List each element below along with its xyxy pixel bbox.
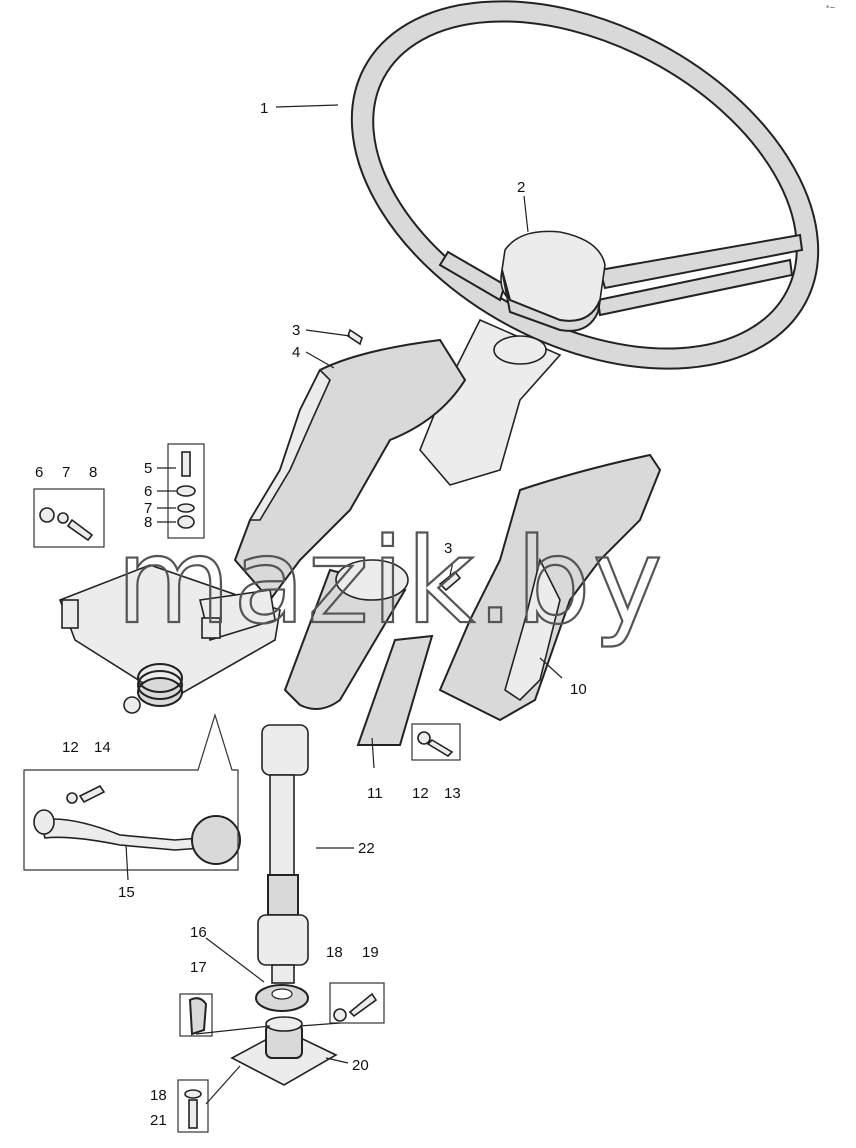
callout-19: 19 — [362, 944, 379, 961]
callout-8: 8 — [89, 464, 97, 481]
fastener-group-6-7-8 — [33, 488, 105, 548]
callout-6: 6 — [144, 483, 152, 500]
fastener-group-18-21 — [177, 1079, 209, 1133]
callout-6: 6 — [35, 464, 43, 481]
callout-12: 12 — [412, 785, 429, 802]
return-spring — [123, 663, 183, 714]
base-flange — [230, 1016, 338, 1086]
callout-4: 4 — [292, 344, 300, 361]
callout-10: 10 — [570, 681, 587, 698]
callout-18: 18 — [326, 944, 343, 961]
screw-3-upper — [347, 328, 363, 346]
callout-14: 14 — [94, 739, 111, 756]
callout-2: 2 — [517, 179, 525, 196]
callout-12: 12 — [62, 739, 79, 756]
fastener-group-5-6-7-8 — [167, 443, 205, 539]
woodruff-key — [188, 997, 208, 1036]
callout-16: 16 — [190, 924, 207, 941]
corner-mark: *~ — [826, 4, 836, 12]
callout-1: 1 — [260, 100, 268, 117]
callout-3: 3 — [292, 322, 300, 339]
callout-8: 8 — [144, 514, 152, 531]
callout-18: 18 — [150, 1087, 167, 1104]
horn-cap — [500, 230, 606, 332]
tilt-lever — [33, 809, 241, 865]
column-tube — [283, 559, 409, 710]
callout-15: 15 — [118, 884, 135, 901]
callout-7: 7 — [62, 464, 70, 481]
watermark: mazik.by — [116, 512, 665, 650]
callout-13: 13 — [444, 785, 461, 802]
fastener-group-12-14-15 — [23, 712, 239, 871]
leader-lines — [125, 104, 563, 1105]
callout-11: 11 — [367, 785, 383, 802]
column-shroud-lower — [438, 453, 662, 722]
callout-21: 21 — [150, 1112, 167, 1129]
fastener-group-18-19 — [329, 982, 385, 1024]
cover-plate — [356, 634, 434, 746]
callout-22: 22 — [358, 840, 375, 857]
callout-5: 5 — [144, 460, 152, 477]
cardan-shaft — [257, 724, 309, 984]
column-bracket — [58, 564, 281, 701]
callout-7: 7 — [144, 500, 152, 517]
callout-labels: 1 2 3 4 5 6 7 8 6 7 8 3 10 11 12 13 12 1… — [35, 100, 587, 1129]
fastener-group-17 — [179, 993, 213, 1037]
column-shroud-upper — [233, 338, 467, 602]
callout-20: 20 — [352, 1057, 369, 1074]
callout-3: 3 — [444, 540, 452, 557]
bushing — [255, 984, 309, 1012]
steering-wheel — [350, 0, 820, 370]
fastener-group-12-13 — [411, 723, 461, 761]
callout-17: 17 — [190, 959, 207, 976]
